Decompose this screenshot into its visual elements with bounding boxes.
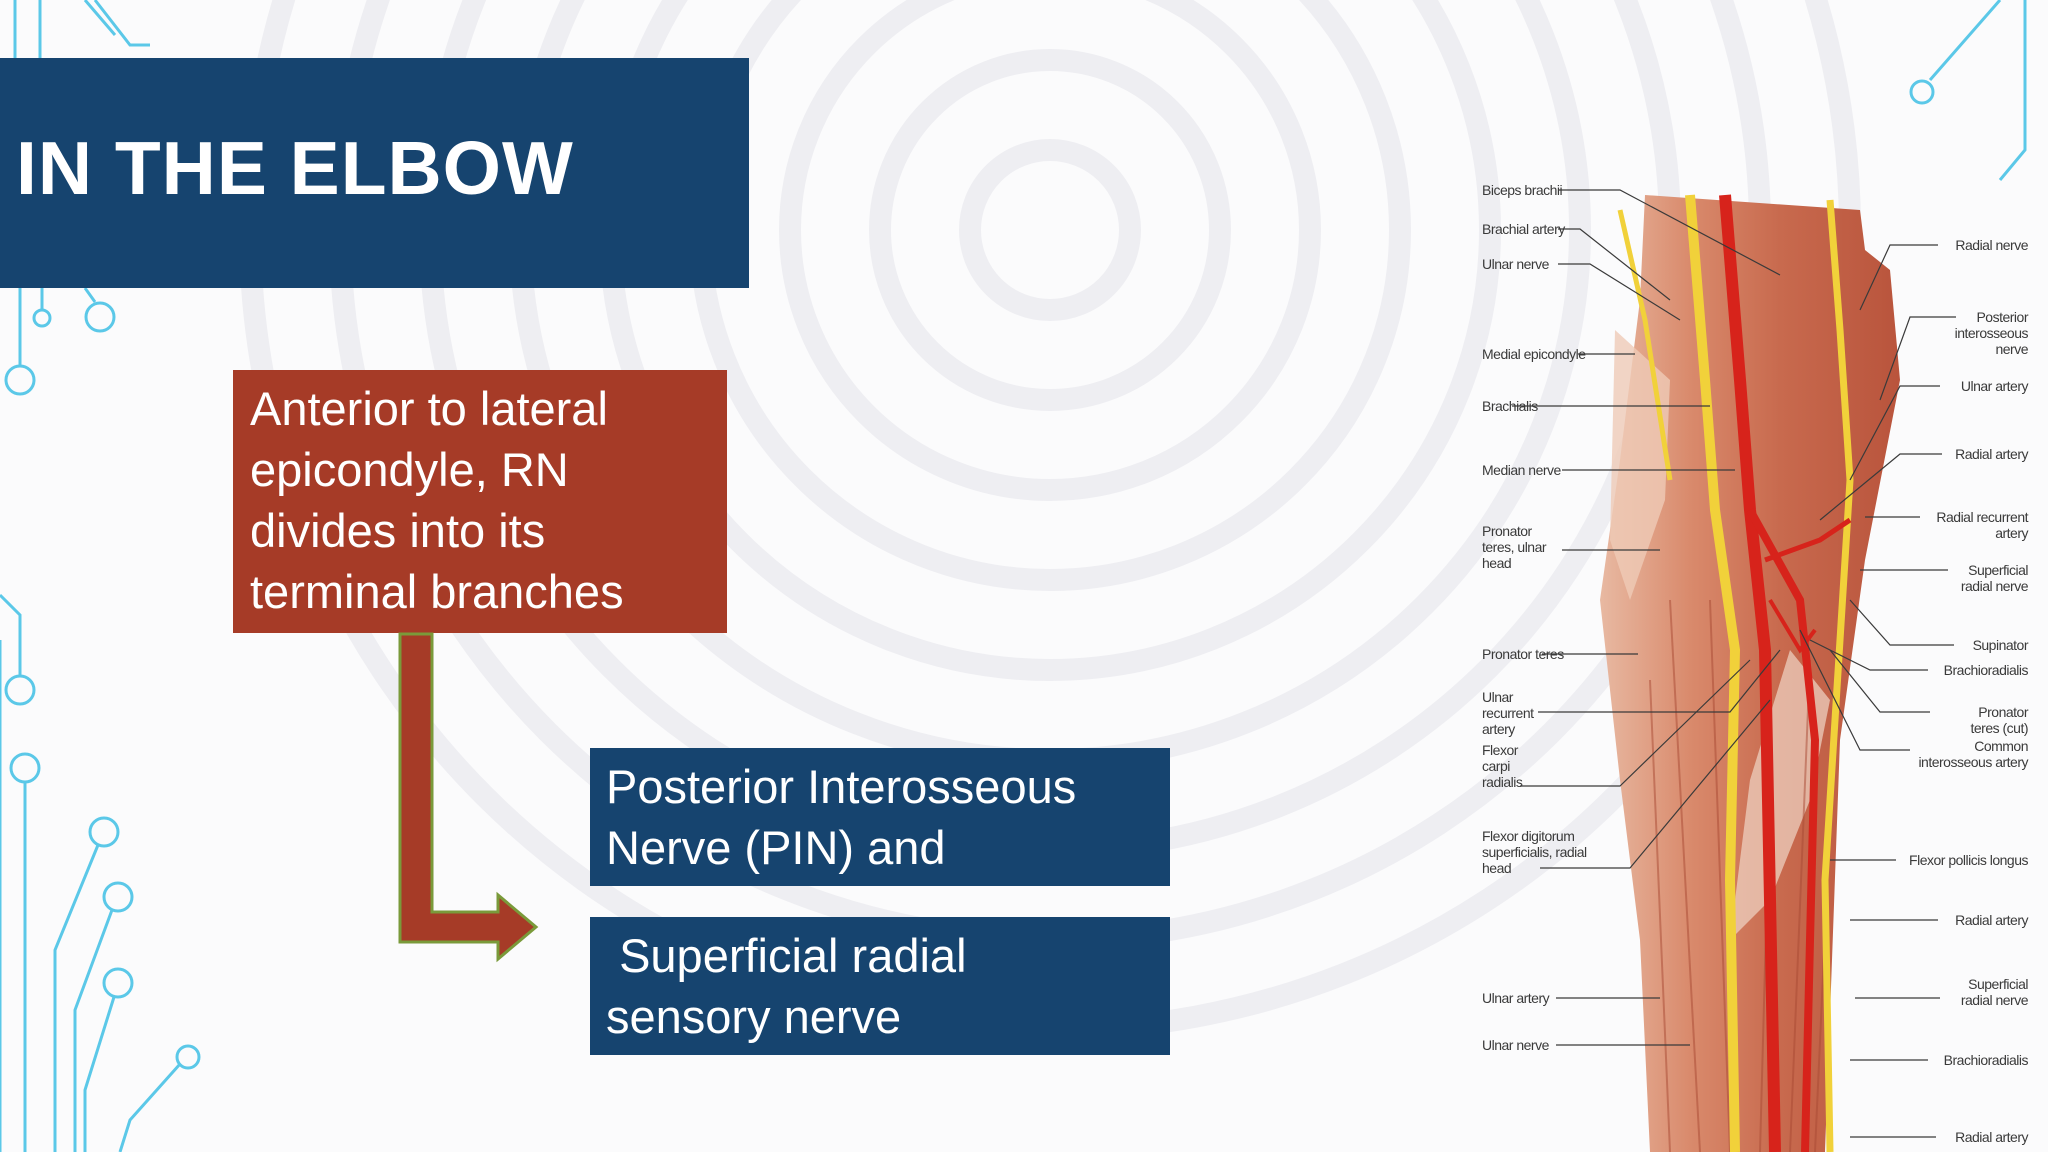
main-point-line: epicondyle, RN	[250, 443, 569, 496]
anatomy-illustration: Biceps brachii Brachial artery Ulnar ner…	[1470, 180, 2030, 1152]
anatomy-label: Radial nerve	[1955, 237, 2028, 253]
branch-box-pin: Posterior Interosseous Nerve (PIN) and	[590, 748, 1170, 886]
anatomy-label: Superficial radial nerve	[1960, 562, 2029, 594]
anatomy-label: Common interosseous artery	[1918, 738, 2028, 770]
anatomy-label: Ulnar nerve	[1482, 256, 1549, 272]
anatomy-label: Flexor pollicis longus	[1909, 852, 2028, 868]
anatomy-label: Brachialis	[1482, 398, 1538, 414]
anatomy-label: Medial epicondyle	[1482, 346, 1586, 362]
anatomy-label: Posterior interosseous nerve	[1954, 309, 2029, 357]
anatomy-label: Ulnar artery	[1960, 378, 2029, 394]
anatomy-label: Superficial radial nerve	[1960, 976, 2029, 1008]
title-banner: IN THE ELBOW	[0, 58, 749, 288]
anatomy-label: Pronator teres	[1482, 646, 1564, 662]
main-point-line: terminal branches	[250, 565, 624, 618]
main-point-line: Anterior to lateral	[250, 382, 608, 435]
anatomy-label: Radial artery	[1955, 912, 2028, 928]
branch-line: sensory nerve	[606, 990, 902, 1043]
bent-arrow	[398, 632, 539, 963]
bent-arrow-shape	[398, 632, 539, 963]
anatomy-label: Flexor digitorum superficialis, radial h…	[1482, 828, 1587, 876]
branch-line: Posterior Interosseous	[606, 760, 1077, 813]
slide-title: IN THE ELBOW	[16, 126, 574, 210]
anatomy-label: Median nerve	[1482, 462, 1561, 478]
anatomy-label: Supinator	[1972, 637, 2029, 653]
anatomy-label: Radial artery	[1955, 1129, 2028, 1145]
anatomy-label: Pronator teres (cut)	[1970, 704, 2028, 736]
anatomy-label: Ulnar nerve	[1482, 1037, 1549, 1053]
anatomy-label: Brachial artery	[1482, 221, 1565, 237]
anatomy-label: Ulnar recurrent artery	[1482, 689, 1534, 737]
anatomy-label: Ulnar artery	[1482, 990, 1550, 1006]
anatomy-label: Radial recurrent artery	[1936, 509, 2028, 541]
anatomy-label: Radial artery	[1955, 446, 2028, 462]
anatomy-label: Brachioradialis	[1943, 1052, 2029, 1068]
branch-line: Nerve (PIN) and	[606, 821, 946, 874]
anatomy-label: Biceps brachii	[1482, 182, 1563, 198]
branch-line: Superficial radial	[606, 929, 967, 982]
anatomy-label: Brachioradialis	[1943, 662, 2029, 678]
forearm-drawing	[1512, 189, 1956, 1152]
anatomy-label: Flexor carpi radialis	[1482, 742, 1523, 790]
main-point-line: divides into its	[250, 504, 546, 557]
main-point-box: Anterior to lateral epicondyle, RN divid…	[233, 370, 727, 633]
branch-box-superficial: Superficial radial sensory nerve	[590, 917, 1170, 1055]
anatomy-label: Pronator teres, ulnar head	[1482, 523, 1547, 571]
